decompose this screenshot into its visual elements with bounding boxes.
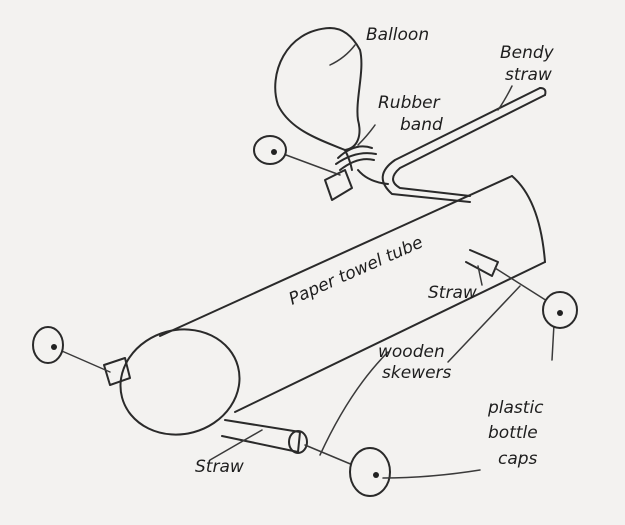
- label-wooden-skewers-line2: skewers: [382, 363, 452, 383]
- label-plastic-bottle-caps-line1: plastic: [487, 398, 544, 418]
- label-wooden-skewers-line1: wooden: [378, 342, 445, 362]
- front-left-axle: [32, 326, 131, 386]
- paper-towel-tube: [119, 175, 546, 436]
- label-bendy-straw-line1: Bendy: [500, 43, 555, 63]
- front-bottom-axle: [221, 419, 391, 497]
- label-rubber-band-line2: band: [400, 115, 443, 135]
- label-straw-left: Straw: [195, 457, 244, 477]
- rear-axle-top: [253, 135, 353, 201]
- bendy-straw: [357, 87, 547, 203]
- label-straw-right: Straw: [428, 283, 477, 303]
- label-bendy-straw-line2: straw: [505, 65, 552, 85]
- label-rubber-band-line1: Rubber: [378, 93, 441, 113]
- leader-lines: [209, 44, 521, 479]
- bottle-cap-left: [32, 326, 64, 364]
- tube-front-end: [119, 328, 241, 436]
- label-plastic-bottle-caps-line2: bottle: [488, 423, 538, 443]
- label-plastic-bottle-caps-line3: caps: [498, 449, 538, 469]
- rubber-band: [335, 145, 377, 171]
- bottle-cap-bottom: [349, 447, 391, 497]
- bottle-cap-top-left: [253, 135, 287, 165]
- labels: Balloon Bendy straw Rubber band Paper to…: [195, 25, 555, 477]
- label-balloon: Balloon: [366, 25, 429, 45]
- balloon: [274, 27, 363, 171]
- right-axle: [465, 249, 578, 361]
- label-paper-towel-tube: Paper towel tube: [286, 232, 426, 309]
